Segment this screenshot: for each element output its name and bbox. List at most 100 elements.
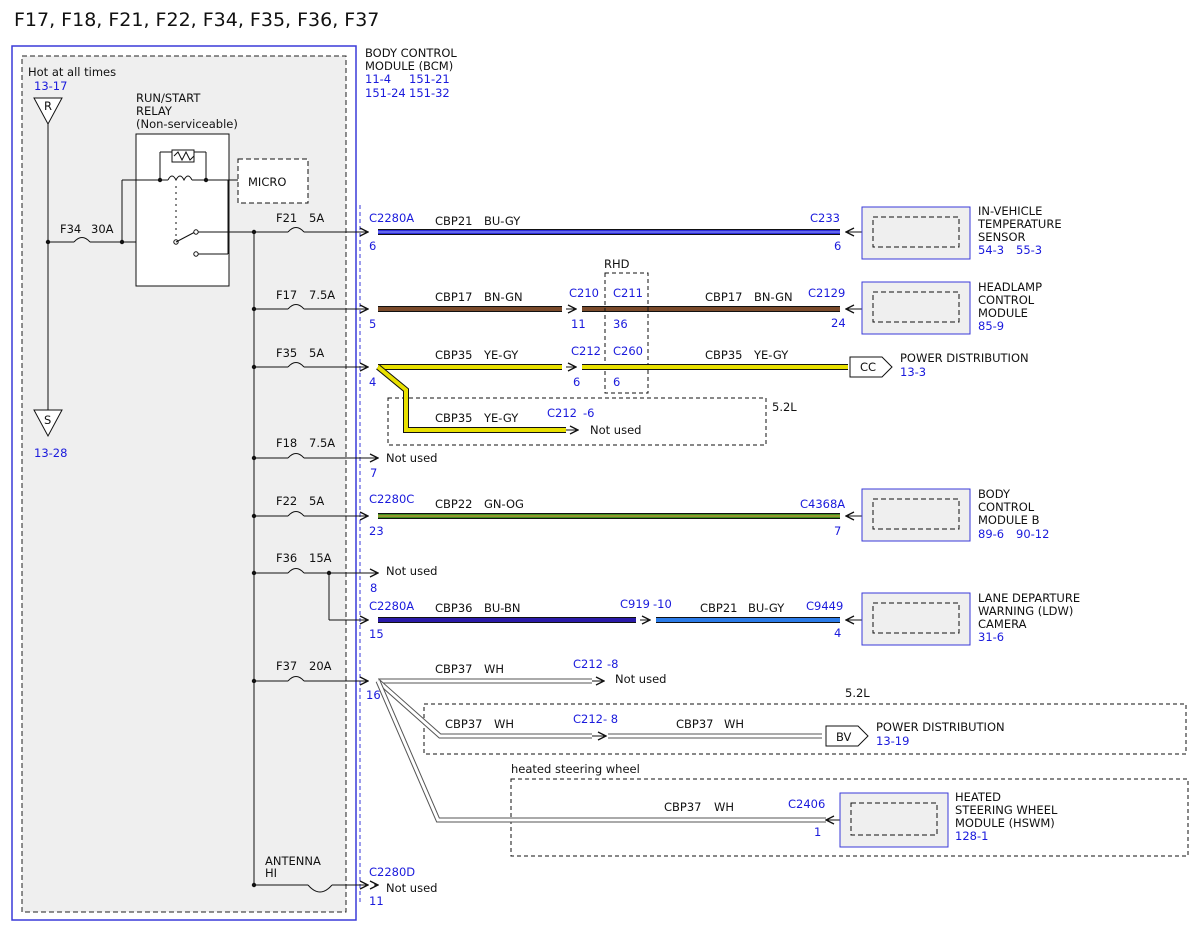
svg-text:heated steering wheel: heated steering wheel: [511, 762, 640, 776]
fuse-icon: [287, 304, 305, 310]
svg-text:C212: C212: [547, 406, 577, 420]
svg-text:5A: 5A: [309, 211, 324, 225]
micro-label: MICRO: [248, 175, 286, 189]
connector-c2280c[interactable]: C2280C: [369, 492, 414, 506]
svg-text:MODULE B: MODULE B: [978, 513, 1040, 527]
circuit-cbp35: 4 CBP35 YE-GY C212 C260 6 6 CBP35 YE-GY …: [369, 344, 1029, 446]
connector-c233[interactable]: C233: [810, 211, 840, 225]
module-ldw-camera: [861, 592, 971, 646]
connector-c919[interactable]: C919: [620, 597, 650, 611]
svg-text:POWER DISTRIBUTION: POWER DISTRIBUTION: [900, 351, 1029, 365]
svg-text:YE-GY: YE-GY: [483, 411, 519, 425]
fuse-f34-name: F34: [60, 222, 81, 236]
micro-box: [237, 158, 309, 204]
svg-text:CBP37: CBP37: [664, 800, 702, 814]
svg-text:CBP37: CBP37: [676, 717, 714, 731]
svg-text:YE-GY: YE-GY: [483, 348, 519, 362]
hot-ref[interactable]: 13-17: [34, 79, 67, 93]
svg-text:7: 7: [834, 524, 841, 538]
svg-text:5A: 5A: [309, 346, 324, 360]
fuse-f36: F36 15A: [251, 551, 378, 620]
svg-text:CBP35: CBP35: [435, 348, 473, 362]
antenna-pin: 11: [369, 894, 384, 908]
module-bcm-b: [861, 488, 971, 542]
connector-c210[interactable]: C210: [569, 286, 599, 300]
svg-text:85-9: 85-9: [978, 319, 1004, 333]
svg-text:STEERING WHEEL: STEERING WHEEL: [955, 803, 1058, 817]
svg-text:CBP17: CBP17: [705, 290, 743, 304]
svg-text:31-6: 31-6: [978, 630, 1004, 644]
svg-text:5: 5: [369, 317, 376, 331]
connector-cc-icon: [849, 356, 893, 378]
svg-text:CONTROL: CONTROL: [978, 500, 1035, 514]
svg-text:54-3: 54-3: [978, 243, 1004, 257]
svg-text:HEADLAMP: HEADLAMP: [978, 280, 1042, 294]
fuse-f34-rating: 30A: [91, 222, 114, 236]
svg-text:BU-GY: BU-GY: [748, 601, 785, 615]
svg-text:24: 24: [831, 316, 846, 330]
svg-text:CONTROL: CONTROL: [978, 293, 1035, 307]
svg-text:HEATED: HEATED: [955, 790, 1001, 804]
svg-text:89-6: 89-6: [978, 527, 1004, 541]
fuse-f17: F17 7.5A: [251, 288, 368, 311]
svg-text:20A: 20A: [309, 659, 332, 673]
svg-text:F17: F17: [276, 288, 297, 302]
svg-text:WH: WH: [724, 717, 744, 731]
svg-text:GN-OG: GN-OG: [484, 497, 524, 511]
svg-text:7.5A: 7.5A: [309, 288, 335, 302]
svg-text:SENSOR: SENSOR: [978, 230, 1026, 244]
svg-text:15: 15: [369, 627, 384, 641]
svg-text:CBP21: CBP21: [435, 214, 473, 228]
svg-text:ANTENNA: ANTENNA: [265, 854, 321, 868]
fuse-f22: F22 5A: [251, 494, 368, 518]
connector-c4368a[interactable]: C4368A: [800, 497, 845, 511]
svg-text:CBP37: CBP37: [435, 662, 473, 676]
connector-c211[interactable]: C211: [613, 286, 643, 300]
svg-text:90-12: 90-12: [1016, 527, 1049, 541]
svg-text:F36: F36: [276, 551, 297, 565]
power-distribution-ref-2[interactable]: 13-19: [876, 734, 909, 748]
connector-c2280a-2[interactable]: C2280A: [369, 599, 414, 613]
svg-text:151-24: 151-24: [365, 86, 406, 100]
antenna-connector[interactable]: C2280D: [369, 865, 415, 879]
connector-c2406[interactable]: C2406: [788, 797, 825, 811]
fuse-f37: F37 20A: [251, 659, 368, 683]
svg-text:CBP21: CBP21: [700, 601, 738, 615]
antenna-icon: [307, 884, 333, 893]
terminal-r-icon: [33, 97, 63, 126]
svg-text:CBP22: CBP22: [435, 497, 473, 511]
svg-text:CBP36: CBP36: [435, 601, 473, 615]
connector-c2129[interactable]: C2129: [808, 286, 845, 300]
svg-text:6: 6: [834, 239, 841, 253]
svg-text:CBP35: CBP35: [435, 411, 473, 425]
connector-c2280a[interactable]: C2280A: [369, 211, 414, 225]
svg-text:C212: C212: [573, 712, 603, 726]
svg-text:F35: F35: [276, 346, 297, 360]
svg-text:11-4: 11-4: [365, 72, 391, 86]
svg-text:55-3: 55-3: [1016, 243, 1042, 257]
svg-text:-10: -10: [653, 597, 672, 611]
svg-text:YE-GY: YE-GY: [753, 348, 789, 362]
fuse-icon: [287, 676, 305, 682]
svg-text:Not used: Not used: [590, 423, 641, 437]
svg-text:MODULE: MODULE: [978, 306, 1028, 320]
svg-text:BN-GN: BN-GN: [754, 290, 793, 304]
module-in-vehicle-temp-sensor: [861, 206, 971, 260]
power-distribution-ref[interactable]: 13-3: [900, 365, 926, 379]
hot-label: Hot at all times: [28, 65, 116, 79]
svg-text:36: 36: [613, 317, 628, 331]
relay-diode-icon: [171, 149, 195, 163]
svg-text:TEMPERATURE: TEMPERATURE: [977, 217, 1062, 231]
svg-text:16: 16: [366, 688, 381, 702]
connector-c212[interactable]: C212: [571, 344, 601, 358]
svg-text:CBP35: CBP35: [705, 348, 743, 362]
svg-text:11: 11: [571, 317, 586, 331]
terminal-s-ref[interactable]: 13-28: [34, 446, 67, 460]
connector-c9449[interactable]: C9449: [806, 599, 843, 613]
svg-text:MODULE (BCM): MODULE (BCM): [365, 59, 453, 73]
connector-c260[interactable]: C260: [613, 344, 643, 358]
svg-text:6: 6: [573, 375, 580, 389]
bcm-label: BODY CONTROL MODULE (BCM) 11-4 151-21 15…: [365, 46, 457, 100]
svg-text:CC: CC: [860, 360, 876, 374]
